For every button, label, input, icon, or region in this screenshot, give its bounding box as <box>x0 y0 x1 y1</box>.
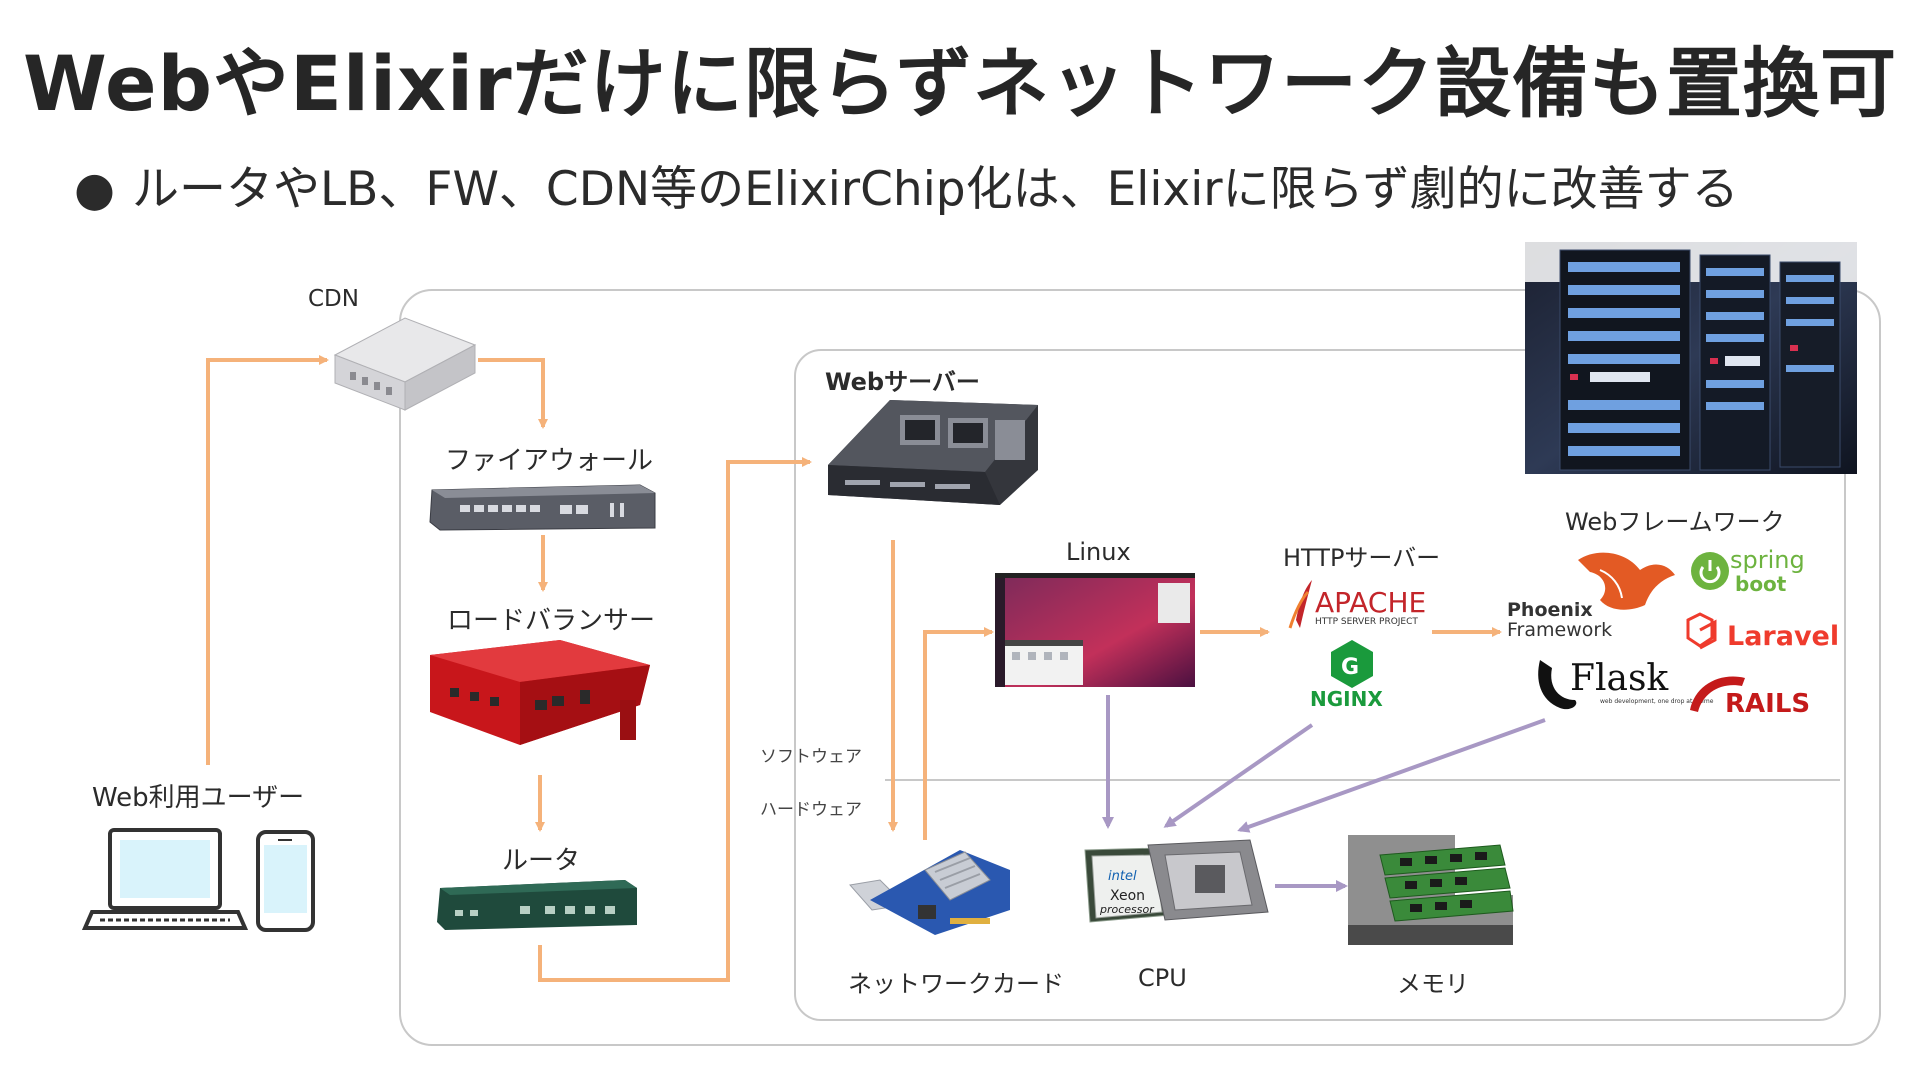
phoenix-logo-subtext: Framework <box>1507 619 1612 641</box>
router-device-image <box>437 880 637 930</box>
cpu-image: intel Xeon processor <box>1084 839 1269 923</box>
laptop-icon <box>81 828 249 930</box>
linux-desktop-image <box>995 573 1195 687</box>
bullet-item: ●ルータやLB、FW、CDN等のElixirChip化は、Elixirに限らず劇… <box>74 150 1739 219</box>
smartphone-icon <box>256 830 315 932</box>
arrow-router-to-webserver <box>538 457 812 982</box>
arrow-framework-to-cpu <box>1237 718 1546 833</box>
cpu-label: CPU <box>1138 964 1187 992</box>
phoenix-logo: Phoenix Framework <box>1507 552 1675 641</box>
web-server-frame <box>794 349 1846 1021</box>
xeon-logo-text: Xeon <box>1110 888 1145 904</box>
firewall-device-image <box>429 484 656 531</box>
router-label: ルータ <box>502 846 581 876</box>
phoenix-logo-text: Phoenix <box>1507 599 1593 621</box>
rails-logo: RAILS <box>1690 676 1810 719</box>
apache-logo-subtext: HTTP SERVER PROJECT <box>1315 617 1418 627</box>
rails-logo-text: RAILS <box>1725 689 1810 719</box>
svg-text:G: G <box>1341 655 1359 680</box>
bullet-text: ルータやLB、FW、CDN等のElixirChip化は、Elixirに限らず劇的… <box>132 162 1739 217</box>
flask-logo: Flask web development, one drop at a tim… <box>1538 658 1714 710</box>
slide-title: WebやElixirだけに限らずネットワーク設備も置換可 <box>22 39 1898 128</box>
server-rack-image <box>1525 242 1857 474</box>
load-balancer-device-image <box>430 640 650 745</box>
arrow-nic-to-linux <box>923 627 994 840</box>
linux-label: Linux <box>1066 538 1131 566</box>
apache-logo-text: APACHE <box>1315 586 1426 619</box>
http-server-label: HTTPサーバー <box>1283 544 1441 572</box>
laravel-logo-text: Laravel <box>1727 621 1839 652</box>
web-framework-label: Webフレームワーク <box>1565 508 1785 536</box>
arrow-user-to-cdn <box>206 355 329 765</box>
spring-logo-text: spring <box>1730 546 1805 574</box>
hardware-label: ハードウェア <box>760 800 862 820</box>
flask-logo-subtext: web development, one drop at a time <box>1600 698 1714 705</box>
cdn-device-image <box>333 317 477 411</box>
memory-image <box>1348 835 1514 945</box>
arrow-cdn-to-firewall <box>478 358 548 429</box>
web-server-device-image <box>828 400 1038 505</box>
apache-logo: APACHE HTTP SERVER PROJECT <box>1288 580 1426 629</box>
memory-label: メモリ <box>1397 970 1469 998</box>
cdn-label: CDN <box>308 286 359 312</box>
xeon-logo-subtext: processor <box>1099 903 1155 916</box>
load-balancer-label: ロードバランサー <box>447 606 656 636</box>
network-card-image <box>849 850 1010 935</box>
nginx-logo: G NGINX <box>1310 640 1383 711</box>
web-user-label: Web利用ユーザー <box>92 783 305 813</box>
laravel-logo: Laravel <box>1686 612 1839 652</box>
firewall-label: ファイアウォール <box>445 446 654 476</box>
spring-logo-subtext: boot <box>1735 572 1787 596</box>
outer-frame <box>399 289 1881 1046</box>
intel-logo-text: intel <box>1108 869 1137 884</box>
arrow-http-to-cpu <box>1163 723 1314 828</box>
flask-logo-text: Flask <box>1570 658 1669 699</box>
network-card-label: ネットワークカード <box>848 970 1064 998</box>
software-label: ソフトウェア <box>760 747 862 767</box>
web-server-label: Webサーバー <box>825 368 980 396</box>
spring-boot-logo: spring boot <box>1691 546 1805 596</box>
nginx-logo-text: NGINX <box>1310 687 1383 711</box>
